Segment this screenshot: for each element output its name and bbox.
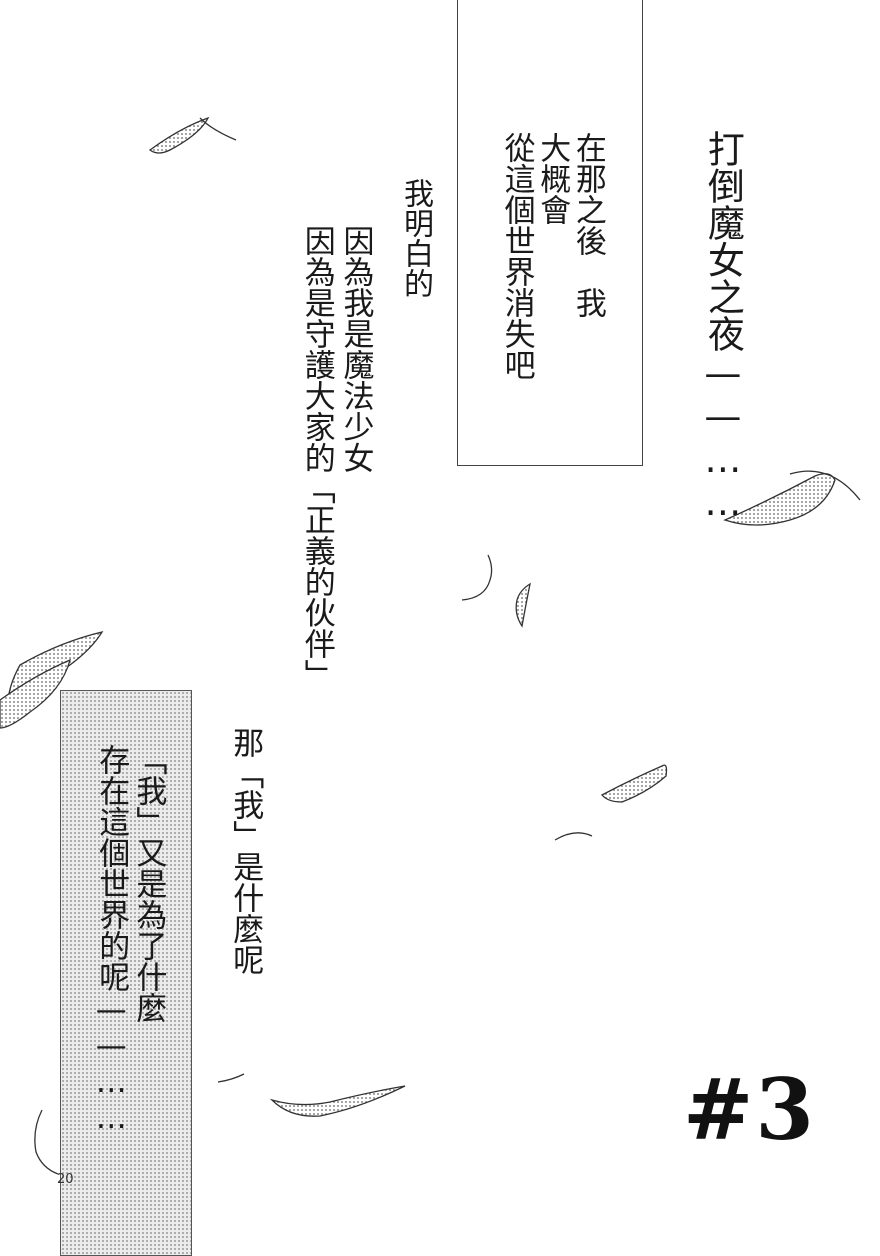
feather-12 [217, 1073, 245, 1083]
feather-8 [515, 582, 531, 628]
chapter-number: #3 [683, 1060, 816, 1159]
witch-night-line: 打倒魔女之夜——…… [701, 130, 745, 524]
feather-13 [34, 1109, 59, 1175]
disappear-narration: 在那之後 我 大概會 從這個世界消失吧 [498, 132, 606, 380]
understand-line: 我明白的 [398, 178, 433, 298]
feather-4 [789, 470, 861, 501]
what-am-i-line: 那「我」是什麼呢 [227, 727, 264, 975]
why-exist-narration: 「我」又是為了什麼 存在這個世界的呢——…… [93, 744, 167, 1136]
page-number: 20 [57, 1172, 74, 1187]
feather-10 [554, 832, 593, 841]
magical-girl-line: 因為我是魔法少女 因為是守護大家的「正義的伙伴」 [298, 225, 374, 690]
narration-box [457, 0, 643, 466]
feather-7 [461, 554, 493, 601]
feather-1 [148, 116, 210, 154]
feather-11 [269, 1085, 406, 1117]
screentone-narration-box [60, 690, 192, 1256]
feather-9 [600, 764, 668, 803]
feather-2 [199, 117, 237, 141]
